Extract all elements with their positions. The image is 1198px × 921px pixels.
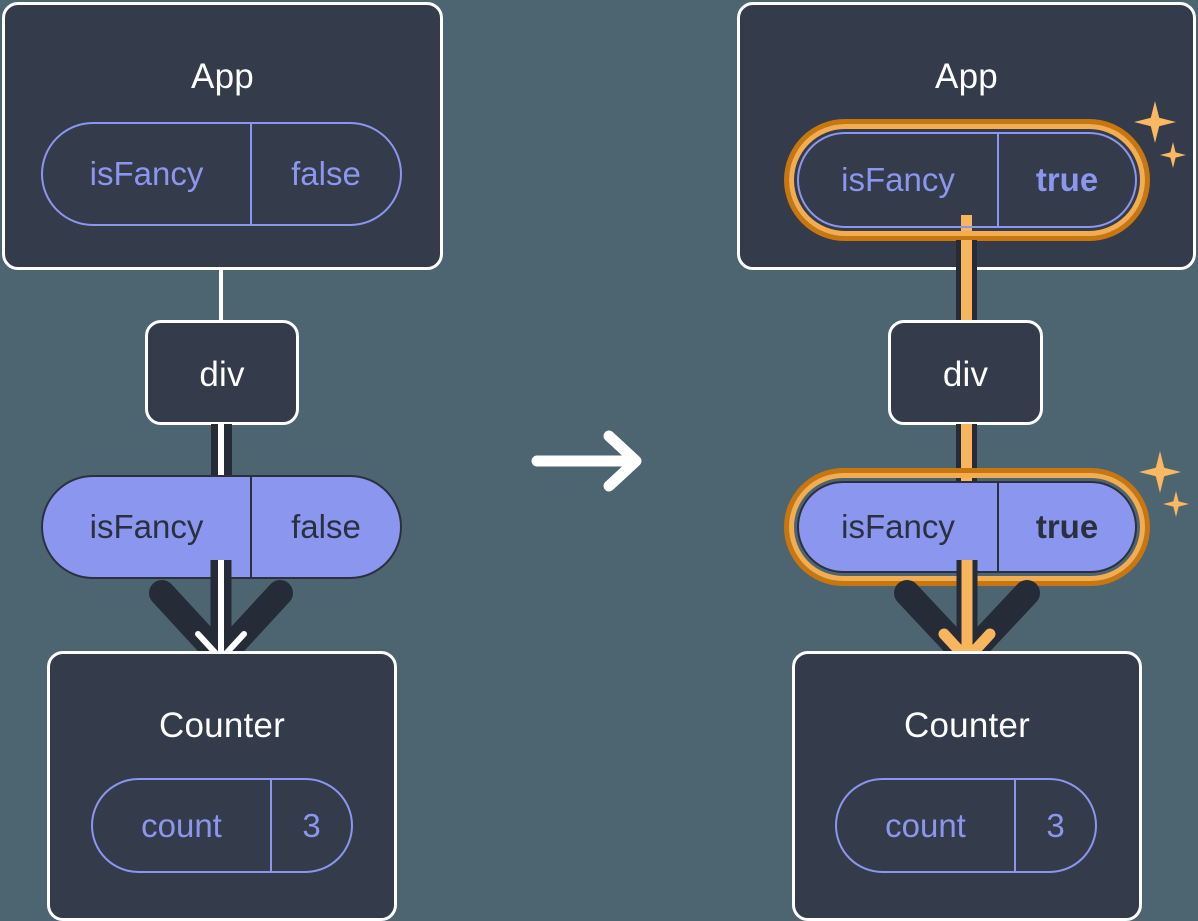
sparkle-small-icon-prop <box>1163 491 1189 517</box>
right-app-state-key: isFancy <box>841 161 955 198</box>
right-app-state-value: true <box>997 134 1135 226</box>
left-div-panel: div <box>145 320 299 425</box>
left-app-title: App <box>191 57 254 96</box>
right-app-state-pill: isFancy true <box>797 132 1137 228</box>
left-counter-state-key: count <box>141 806 222 844</box>
left-app-state-value: false <box>250 124 400 224</box>
left-app-state-pill: isFancy false <box>41 122 402 226</box>
left-counter-state-pill: count 3 <box>91 778 353 873</box>
left-app-state-key: isFancy <box>89 155 204 192</box>
right-div-label: div <box>942 355 989 394</box>
right-prop-value: true <box>997 483 1135 571</box>
left-prop-key: isFancy <box>89 508 204 545</box>
sparkle-large-icon-prop <box>1139 451 1181 493</box>
right-counter-state-value: 3 <box>1014 780 1095 871</box>
right-counter-title: Counter <box>904 706 1030 745</box>
right-counter-state-pill: count 3 <box>835 778 1097 873</box>
right-connector-div-prop-core <box>961 424 972 490</box>
transition-right-arrow-icon <box>531 430 642 492</box>
right-prop-pill: isFancy true <box>797 481 1137 573</box>
left-counter-state-value: 3 <box>270 780 351 871</box>
right-counter-state-key: count <box>885 806 966 844</box>
right-prop-key: isFancy <box>841 508 955 545</box>
left-prop-value: false <box>250 477 400 577</box>
left-connector-app-div <box>219 268 223 323</box>
right-connector-app-div-core <box>961 240 972 325</box>
left-div-label: div <box>199 355 245 394</box>
left-counter-title: Counter <box>159 706 285 745</box>
right-app-title: App <box>935 57 998 96</box>
left-connector-div-prop-core <box>218 424 224 490</box>
right-div-panel: div <box>888 320 1043 425</box>
